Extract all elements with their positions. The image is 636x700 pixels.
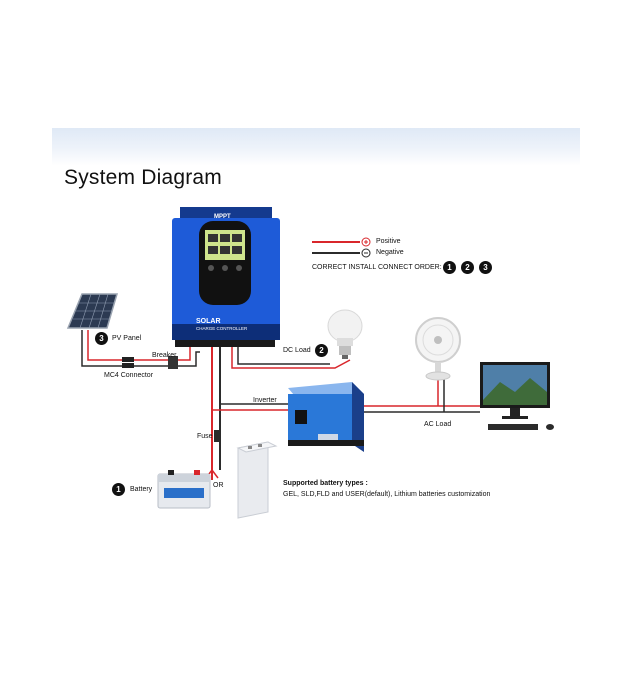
ac-load-label: AC Load [424,421,452,428]
inverter [288,382,364,452]
battery-types-text: GEL, SLD,FLD and USER(default), Lithium … [283,491,491,498]
legend-negative-icon [361,248,371,258]
legend-negative-label: Negative [376,249,404,256]
battery-label: Battery [130,486,153,493]
battery [157,470,211,509]
dc-load-bulb [327,309,363,359]
inverter-label: Inverter [253,397,277,404]
controller-line1: SOLAR [196,318,221,325]
fuse [214,430,220,442]
or-label: OR [213,482,224,489]
controller-line2: CHARGE CONTROLLER [196,326,248,331]
legend-positive-label: Positive [376,238,401,245]
pv-panel-label: PV Panel [112,335,142,342]
order-number-2: 2 [461,261,474,274]
ac-load-computer [480,362,554,430]
legend-positive-icon [361,237,371,247]
charge-controller [172,207,280,347]
dc-load-number: 2 [315,344,328,357]
pv-panel [66,293,119,329]
fuse-label: Fuse [197,433,213,440]
battery-types-heading: Supported battery types : [283,480,368,487]
order-number-3: 3 [479,261,492,274]
ac-load-fan [415,317,461,381]
pv-panel-number: 3 [95,332,108,345]
dc-load-label: DC Load [283,347,311,354]
battery-number: 1 [112,483,125,496]
breaker-label: Breaker [152,352,177,359]
mc4-label: MC4 Connector [104,372,154,379]
lithium-battery [236,441,278,519]
header-band [52,128,580,166]
breaker-switch [168,356,178,369]
page-title: System Diagram [64,166,223,189]
install-order-label: CORRECT INSTALL CONNECT ORDER: [312,264,442,271]
order-number-1: 1 [443,261,456,274]
controller-brand: MPPT [214,214,231,220]
